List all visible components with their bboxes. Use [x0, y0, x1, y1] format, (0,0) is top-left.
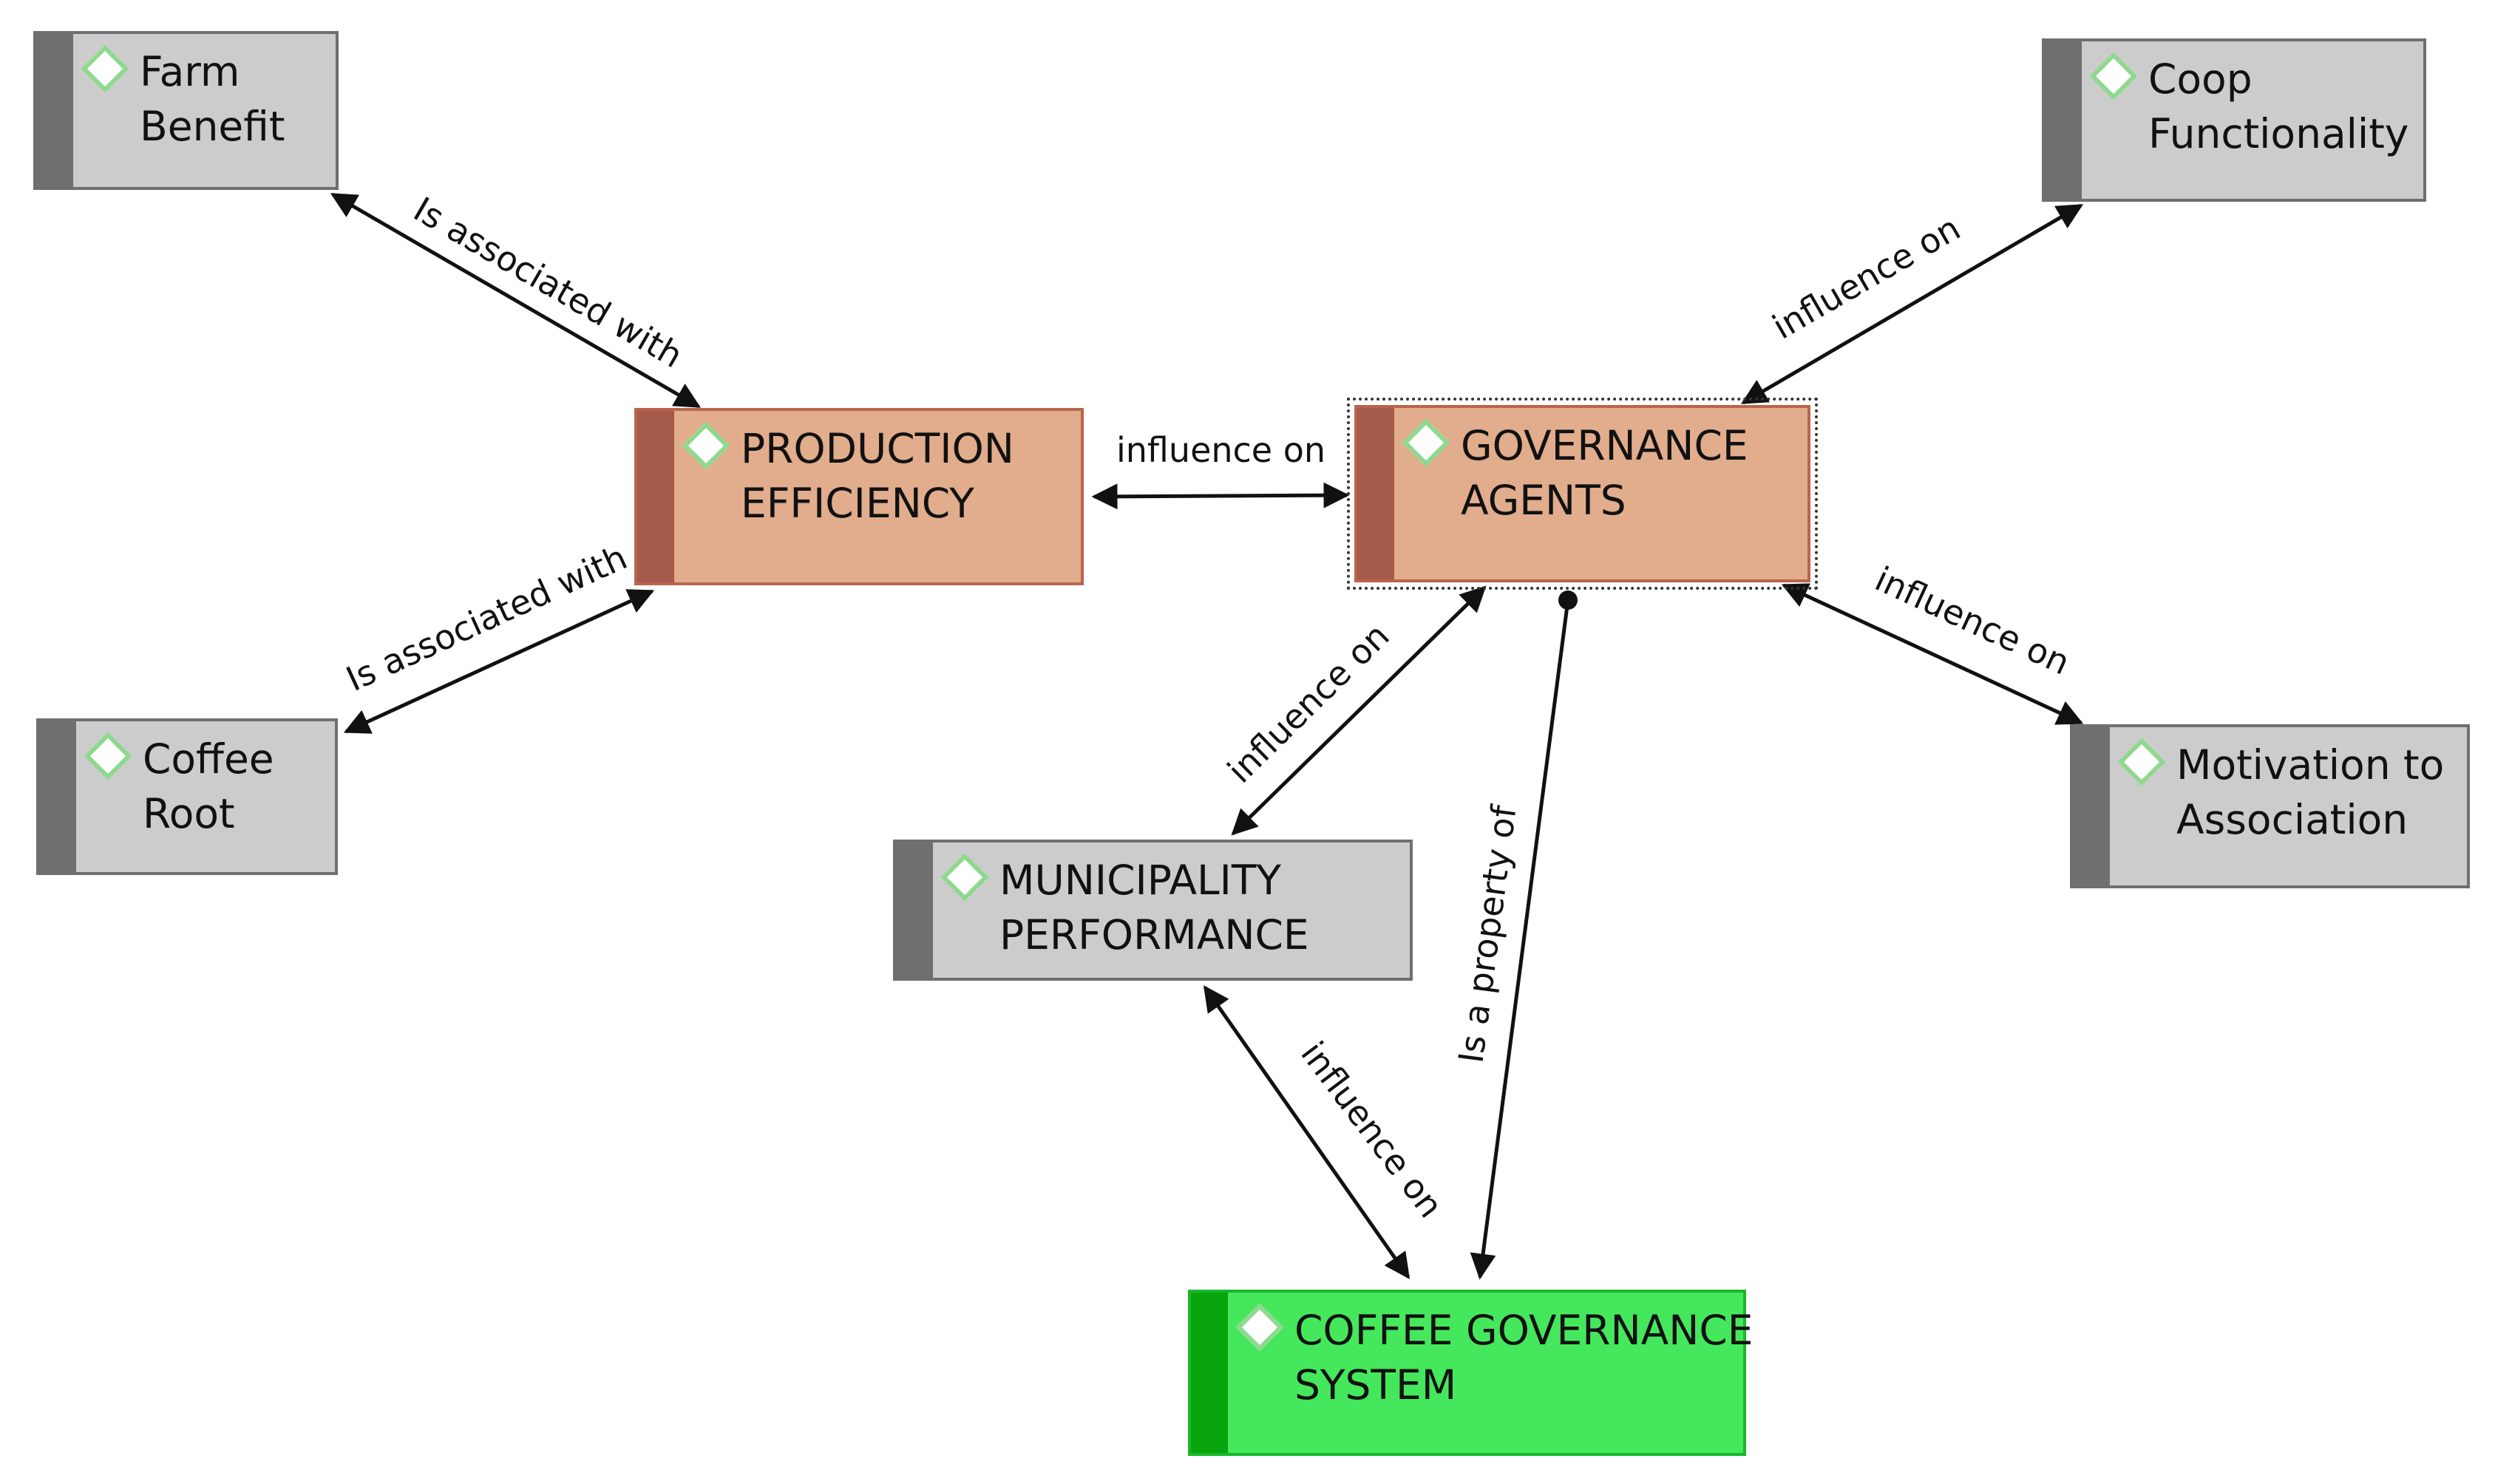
node-production-efficiency[interactable]: PRODUCTION EFFICIENCY: [634, 408, 1084, 585]
node-farm-benefit[interactable]: Farm Benefit: [33, 31, 339, 190]
node-label: Coffee Root: [143, 732, 329, 841]
node-label: MUNICIPALITY PERFORMANCE: [999, 853, 1404, 962]
node-label-line-2: Root: [143, 790, 235, 837]
edge-governance-motivation[interactable]: [1781, 583, 2084, 725]
edge-coffee-root-production[interactable]: [343, 589, 655, 734]
edge-label-farm-production: Is associated with: [407, 189, 689, 376]
edge-municipality-coffee-system[interactable]: [1203, 985, 1411, 1279]
node-bar: [896, 843, 933, 978]
node-label: PRODUCTION EFFICIENCY: [741, 421, 1075, 531]
concept-diamond-icon: [84, 732, 132, 780]
concept-diamond-icon: [2089, 52, 2138, 101]
edge-governance-municipality[interactable]: [1231, 585, 1487, 836]
edge-production-governance[interactable]: [1091, 482, 1350, 510]
node-label-line-2: PERFORMANCE: [999, 911, 1309, 959]
node-label: Coop Functionality: [2148, 52, 2417, 161]
concept-diamond-icon: [940, 853, 989, 902]
edge-farm-production[interactable]: [330, 192, 702, 409]
node-label: Motivation to Association: [2176, 738, 2461, 847]
node-label: COFFEE GOVERNANCE SYSTEM: [1294, 1303, 1754, 1412]
node-label-line-2: EFFICIENCY: [741, 480, 974, 527]
node-label-line-1: COFFEE GOVERNANCE: [1294, 1307, 1754, 1354]
node-coffee-governance-system[interactable]: COFFEE GOVERNANCE SYSTEM: [1188, 1290, 1754, 1456]
concept-diamond-icon: [682, 421, 730, 470]
edge-governance-coffee-system[interactable]: [1470, 599, 1570, 1280]
node-bar: [36, 34, 73, 187]
node-label-line-2: AGENTS: [1461, 477, 1626, 524]
concept-diamond-icon: [2117, 738, 2166, 786]
node-label-line-1: Motivation to: [2176, 741, 2445, 789]
node-bar: [39, 721, 76, 872]
edge-label-governance-motivation: influence on: [1869, 559, 2076, 683]
node-coop-functionality[interactable]: Coop Functionality: [2042, 38, 2426, 202]
node-bar: [1191, 1293, 1228, 1453]
node-label-line-1: GOVERNANCE: [1461, 422, 1748, 469]
edge-label-coffee-root-production: Is associated with: [340, 537, 633, 699]
node-label: GOVERNANCE AGENTS: [1461, 418, 1802, 528]
node-bar: [2073, 727, 2110, 885]
node-label-line-1: Coop: [2148, 55, 2253, 103]
node-label-line-1: Coffee: [143, 735, 274, 783]
node-label-line-2: SYSTEM: [1294, 1361, 1457, 1409]
concept-diamond-icon: [1235, 1303, 1284, 1352]
node-municipality-performance[interactable]: MUNICIPALITY PERFORMANCE: [893, 840, 1413, 981]
node-bar: [1357, 408, 1394, 579]
concept-diamond-icon: [1402, 418, 1450, 467]
edge-governance-coop[interactable]: [1740, 203, 2084, 405]
node-label-line-1: MUNICIPALITY: [999, 857, 1282, 904]
node-label-line-2: Benefit: [140, 103, 285, 150]
concept-diamond-icon: [81, 44, 129, 93]
edge-label-governance-municipality: influence on: [1220, 616, 1397, 791]
node-governance-agents[interactable]: GOVERNANCE AGENTS: [1347, 398, 1818, 590]
edge-label-governance-coop: influence on: [1766, 208, 1967, 347]
node-coffee-root[interactable]: Coffee Root: [36, 718, 338, 875]
node-bar: [2045, 41, 2082, 199]
node-bar: [637, 411, 674, 582]
edge-label-municipality-coffee-system: influence on: [1293, 1034, 1450, 1225]
node-label: Farm Benefit: [140, 44, 330, 154]
node-label-line-2: Functionality: [2148, 110, 2409, 157]
edge-label-production-governance: influence on: [1116, 430, 1325, 470]
node-label-line-1: Farm: [140, 48, 240, 95]
node-label-line-2: Association: [2176, 796, 2409, 843]
node-label-line-1: PRODUCTION: [741, 425, 1014, 472]
node-motivation-to-association[interactable]: Motivation to Association: [2070, 724, 2470, 888]
